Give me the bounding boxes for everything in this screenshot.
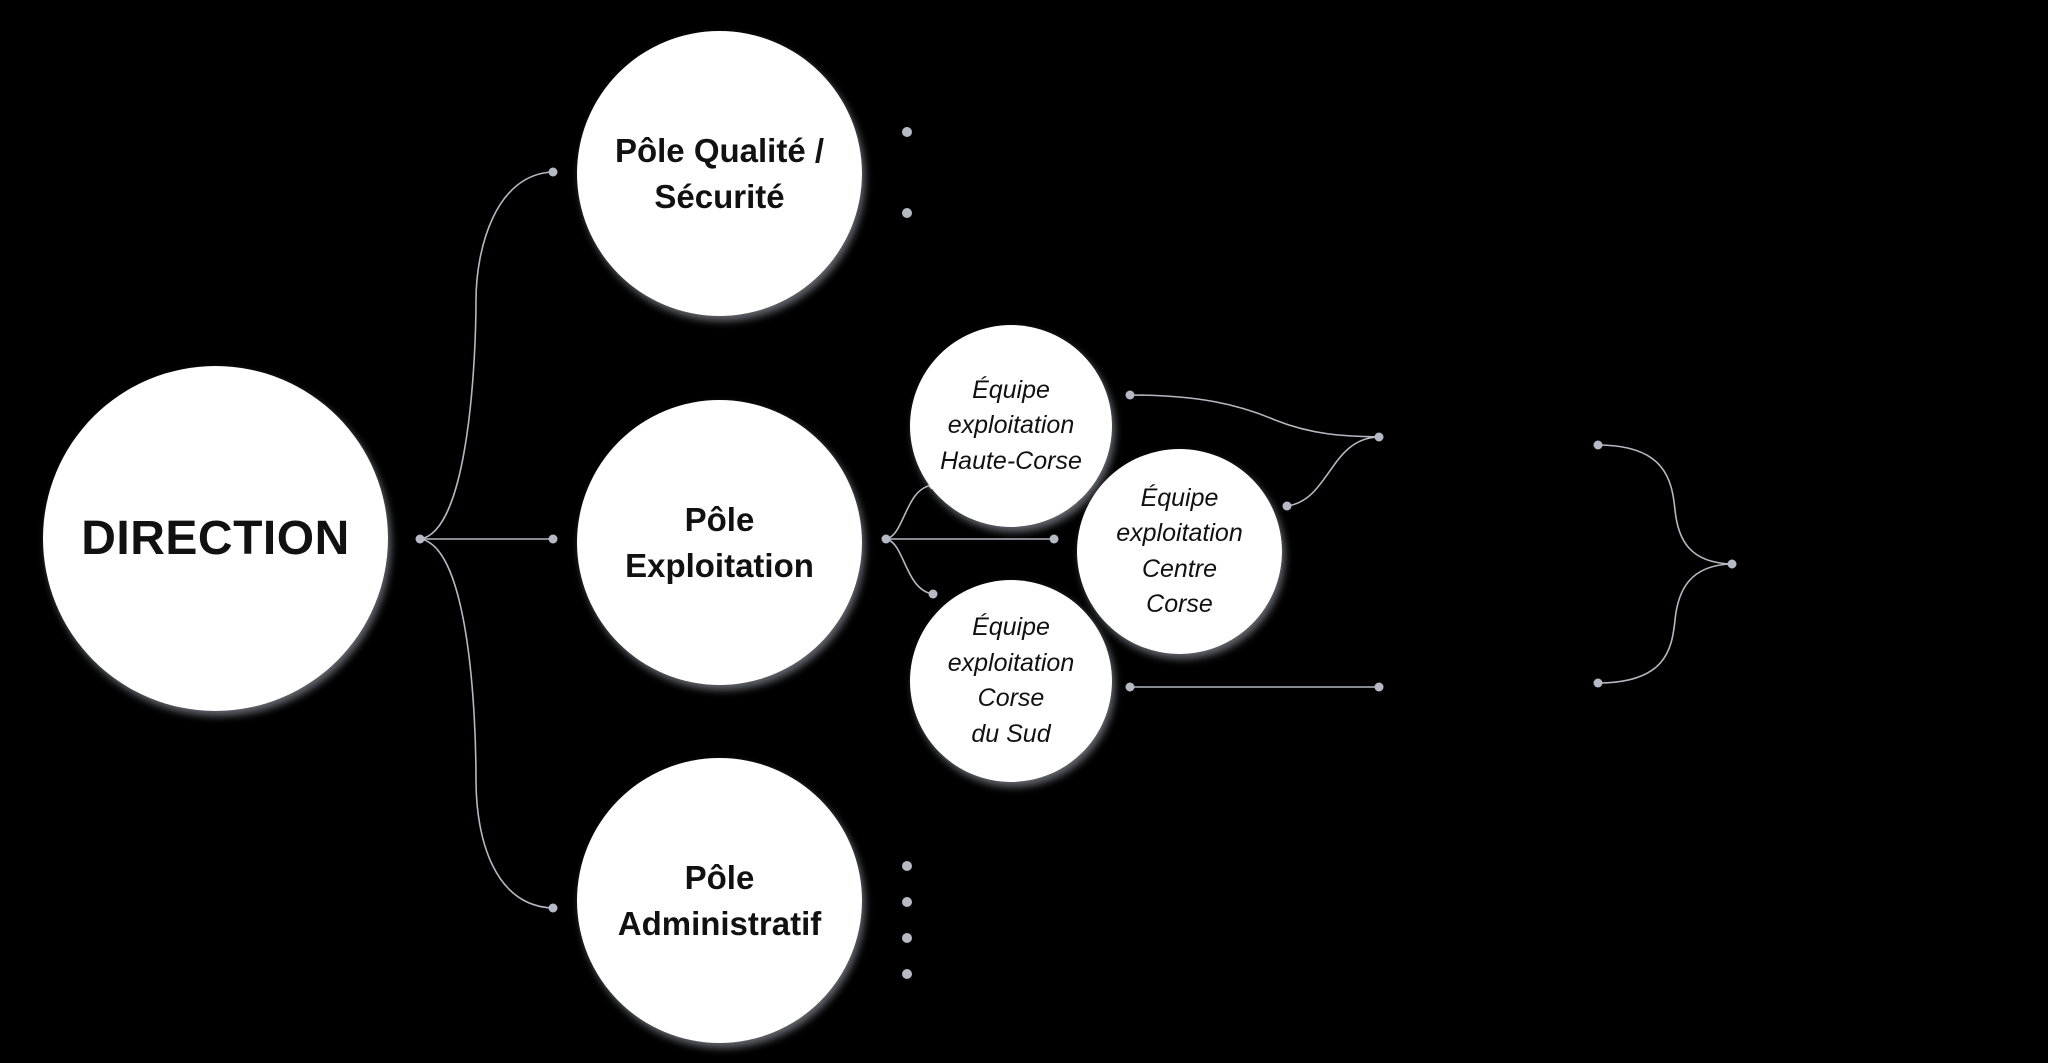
brace-upper (1597, 444, 1733, 565)
bullet-dot (902, 127, 912, 137)
connector-haute-corse-right (1129, 394, 1380, 438)
bullet-dot (902, 897, 912, 907)
node-pole-exploitation-label: Pôle Exploitation (625, 500, 814, 584)
connector-exploitation-corse-du-sud (885, 538, 934, 595)
bullet-dot (902, 933, 912, 943)
connector-direction-qualite (419, 171, 554, 540)
bullet-dot (902, 969, 912, 979)
connector-dot (1593, 678, 1603, 688)
connector-dot (1593, 440, 1603, 450)
node-pole-exploitation: Pôle Exploitation (577, 400, 862, 685)
connector-dot (415, 534, 425, 544)
bullet-dot (902, 861, 912, 871)
node-team-haute-corse-label: Équipe exploitation Haute-Corse (940, 375, 1082, 475)
connector-dot (1727, 559, 1737, 569)
node-pole-administratif-label: Pôle Administratif (617, 858, 822, 942)
node-pole-qualite-label: Pôle Qualité / Sécurité (614, 131, 825, 215)
node-team-haute-corse: Équipe exploitation Haute-Corse (910, 325, 1112, 527)
connector-dot (548, 167, 558, 177)
node-direction: DIRECTION (43, 366, 388, 711)
connector-dot (1374, 682, 1384, 692)
connector-dot (548, 903, 558, 913)
node-team-corse-du-sud: Équipe exploitation Corse du Sud (910, 580, 1112, 782)
node-team-corse-du-sud-label: Équipe exploitation Corse du Sud (947, 613, 1075, 748)
brace-lower (1597, 563, 1733, 684)
connector-dot (1049, 534, 1059, 544)
node-team-centre-corse-label: Équipe exploitation Centre Corse (1116, 483, 1243, 619)
node-pole-administratif: Pôle Administratif (577, 758, 862, 1043)
connector-dot (1125, 682, 1135, 692)
connector-dot (881, 534, 891, 544)
node-pole-qualite: Pôle Qualité / Sécurité (577, 31, 862, 316)
node-team-centre-corse: Équipe exploitation Centre Corse (1077, 449, 1282, 654)
connector-exploitation-haute-corse (885, 484, 934, 540)
connector-dot (548, 534, 558, 544)
node-direction-label: DIRECTION (81, 512, 350, 565)
connector-centre-corse-right (1286, 436, 1380, 507)
connector-dot (928, 589, 938, 599)
connector-dot (1125, 390, 1135, 400)
connector-dot (1282, 501, 1292, 511)
connector-direction-administratif (419, 538, 554, 909)
connector-dot (1374, 432, 1384, 442)
bullet-dot (902, 208, 912, 218)
